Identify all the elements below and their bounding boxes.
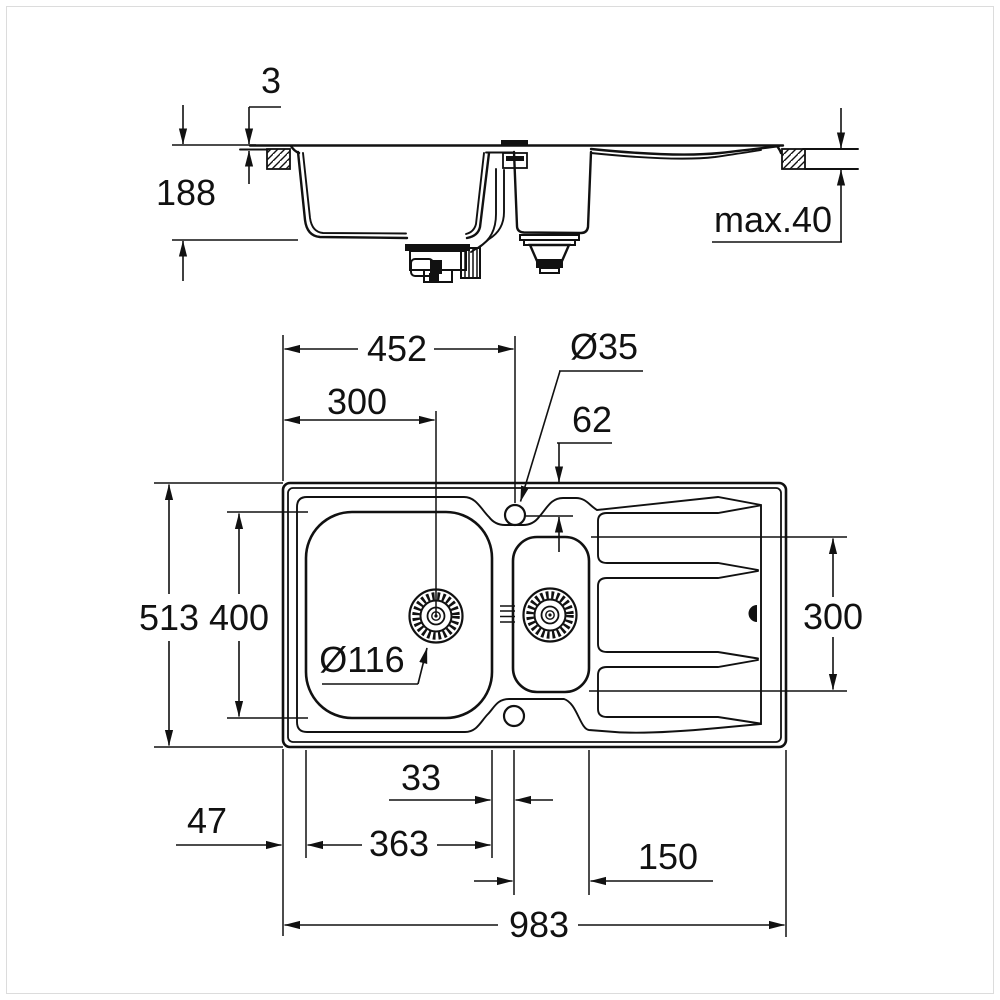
main-bowl bbox=[304, 510, 494, 720]
dim-label-drain-diameter: Ø116 bbox=[319, 639, 404, 680]
dim-label-small-bowl-length: 300 bbox=[803, 596, 863, 637]
main-bowl-outer-left bbox=[296, 150, 409, 240]
strainer-nub bbox=[539, 267, 560, 274]
dim-33: 33 bbox=[389, 757, 553, 805]
dim-label-bowl-gap: 33 bbox=[401, 757, 441, 798]
extension-lines bbox=[154, 335, 847, 937]
dim-47: 47 bbox=[176, 800, 282, 850]
dim-label-tap-offset: 62 bbox=[572, 399, 612, 440]
main-bowl-outer-right bbox=[465, 151, 491, 240]
overflow-pipe-inner bbox=[480, 169, 505, 247]
image-border bbox=[6, 6, 994, 994]
dim-drain-diameter: Ø116 bbox=[319, 639, 428, 685]
overflow-pipe-outer bbox=[470, 168, 497, 253]
drain-outlet-detail bbox=[430, 260, 442, 274]
dim-363: 363 bbox=[307, 823, 491, 864]
recess-boundary bbox=[296, 496, 762, 734]
dim-label-small-bowl-width: 150 bbox=[638, 836, 698, 877]
sink-inner-edge bbox=[287, 487, 782, 743]
dim-400: 400 bbox=[209, 513, 269, 717]
tap-fastening-nut bbox=[502, 152, 528, 169]
dim-label-edge-to-drain: 300 bbox=[327, 381, 387, 422]
drain-knurled-nut bbox=[460, 247, 481, 279]
dim-label-depth: 188 bbox=[156, 172, 216, 213]
main-bowl-inner-left bbox=[302, 152, 407, 235]
plan-view: 452 300 Ø35 62 bbox=[139, 326, 863, 945]
strainer-band bbox=[536, 259, 563, 268]
dim-label-edge-to-bowl: 47 bbox=[187, 800, 227, 841]
tap-hole-boss bbox=[501, 140, 528, 146]
accessory-hole bbox=[502, 704, 526, 728]
drainboard-grooves bbox=[597, 504, 761, 725]
dim-983: 983 bbox=[284, 904, 785, 945]
main-bowl-inner-right bbox=[465, 152, 485, 235]
dim-300-top: 300 bbox=[284, 381, 435, 425]
drainboard-profile-upper bbox=[589, 144, 781, 156]
countertop-cut-right bbox=[781, 148, 806, 170]
drain-foot bbox=[423, 269, 453, 283]
dim-label-bowl-depth: 400 bbox=[209, 597, 269, 638]
dim-150: 150 bbox=[474, 836, 713, 886]
strainer-cup bbox=[528, 243, 571, 263]
dim-62: 62 bbox=[554, 399, 612, 552]
rim-right-edge bbox=[775, 144, 783, 155]
drain-flange bbox=[405, 244, 470, 251]
dim-label-rim-height: 3 bbox=[261, 60, 281, 101]
dim-depth-188: 188 bbox=[156, 105, 298, 281]
countertop-cut-left bbox=[266, 148, 291, 170]
tap-nut-detail bbox=[506, 156, 524, 161]
dim-300-right: 300 bbox=[803, 538, 863, 690]
dim-rim-height: 3 bbox=[244, 60, 281, 184]
dim-label-tap-diameter: Ø35 bbox=[570, 326, 638, 367]
dim-label-overall-depth: 513 bbox=[139, 597, 199, 638]
dim-tap-diameter: Ø35 bbox=[519, 326, 643, 502]
dim-452: 452 bbox=[284, 328, 514, 369]
section-view: 3 188 max.40 bbox=[156, 60, 859, 283]
small-bowl-section bbox=[512, 150, 593, 235]
small-drain bbox=[522, 587, 578, 643]
knurl-lines bbox=[464, 249, 478, 277]
tap-hole bbox=[503, 503, 527, 527]
drain-foot-detail bbox=[429, 273, 439, 281]
dim-513: 513 bbox=[139, 484, 199, 746]
small-bowl bbox=[511, 535, 591, 694]
dim-countertop-max40: max.40 bbox=[712, 108, 846, 243]
drainboard-profile-lower bbox=[590, 149, 762, 160]
overflow-marks bbox=[500, 605, 515, 623]
groove-drain-mark bbox=[748, 605, 757, 622]
dim-label-bowl-width: 363 bbox=[369, 823, 429, 864]
dim-label-overall-width: 983 bbox=[509, 904, 569, 945]
sink-outer-edge bbox=[281, 481, 788, 749]
dim-label-edge-to-tap: 452 bbox=[367, 328, 427, 369]
dim-label-countertop-max: max.40 bbox=[714, 199, 832, 240]
